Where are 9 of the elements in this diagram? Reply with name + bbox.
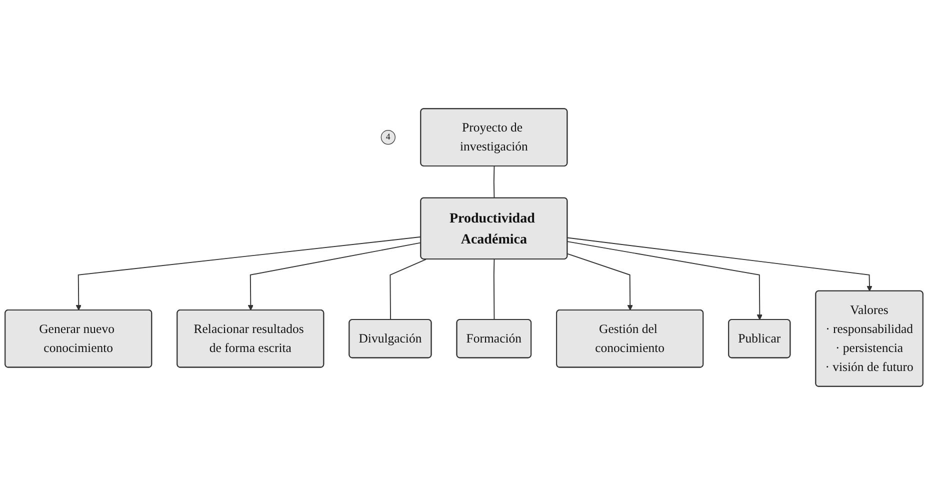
arrow	[567, 241, 762, 320]
node-circle: 4	[380, 130, 396, 145]
connector	[390, 258, 427, 320]
arrow	[567, 237, 872, 292]
connector	[493, 166, 495, 199]
arrow	[248, 242, 422, 311]
arrow	[76, 236, 422, 311]
connector	[493, 258, 495, 320]
arrow	[567, 253, 633, 311]
